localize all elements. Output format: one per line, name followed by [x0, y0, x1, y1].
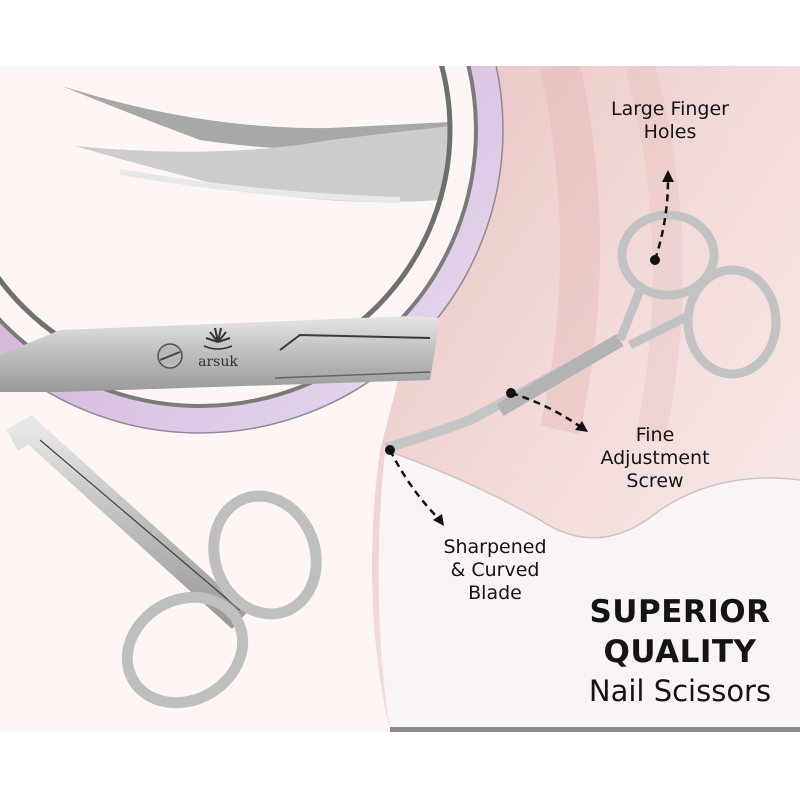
callout-line: Blade: [468, 582, 522, 605]
scissors-right: [384, 210, 781, 453]
callout-arrows: [388, 179, 670, 521]
arrow-finger-holes: [653, 179, 670, 261]
callout-adjustment-screw: Fine Adjustment Screw: [575, 424, 735, 494]
headline-line-2: QUALITY: [603, 634, 757, 671]
callout-line: Fine: [635, 424, 675, 446]
callout-line: Screw: [626, 470, 684, 493]
content-panel: arsuk: [0, 66, 800, 732]
callout-line: Adjustment: [600, 447, 710, 470]
brand-mark: arsuk: [198, 354, 238, 370]
headline: SUPERIOR QUALITY Nail Scissors: [560, 592, 800, 709]
lower-blade: [75, 126, 450, 203]
arrow-screw: [510, 391, 583, 430]
callout-curved-blade: Sharpened & Curved Blade: [420, 536, 570, 606]
headline-line-1: SUPERIOR: [589, 594, 771, 630]
headline-panel: [378, 450, 800, 732]
lavender-ring: [0, 66, 503, 433]
callout-finger-holes: Large Finger Holes: [570, 98, 770, 144]
scissor-body-closeup: arsuk: [0, 316, 440, 392]
callout-line: Sharpened: [443, 536, 547, 558]
headline-line-3: Nail Scissors: [588, 673, 772, 708]
arrow-blade: [388, 449, 441, 521]
callout-line: Holes: [643, 121, 697, 144]
upper-blade: [62, 86, 450, 152]
lotus-logo-icon: [203, 327, 233, 350]
scissors-handles-left: [6, 415, 322, 709]
callout-line: Large Finger: [611, 98, 729, 120]
blade-closeup: [0, 66, 450, 380]
callout-line: & Curved: [450, 559, 540, 582]
